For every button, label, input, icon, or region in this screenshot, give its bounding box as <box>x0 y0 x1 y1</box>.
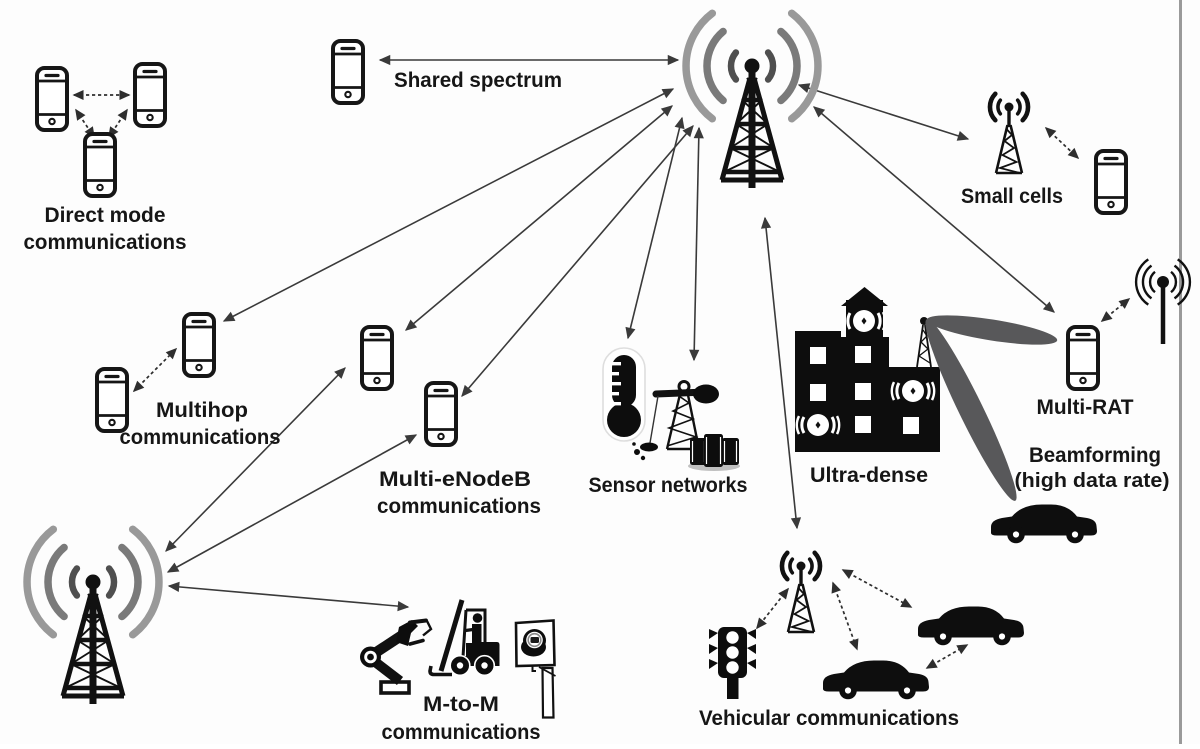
svg-text:Direct mode: Direct mode <box>45 204 166 227</box>
svg-text:M-to-M: M-to-M <box>423 693 499 716</box>
svg-text:Small cells: Small cells <box>961 185 1063 208</box>
svg-text:Multi-RAT: Multi-RAT <box>1037 396 1134 419</box>
svg-text:communications: communications <box>120 426 281 449</box>
svg-text:communications: communications <box>377 495 541 518</box>
svg-text:Ultra-dense: Ultra-dense <box>810 464 928 487</box>
svg-text:Multi-eNodeB: Multi-eNodeB <box>379 468 531 491</box>
svg-text:Multihop: Multihop <box>156 399 248 422</box>
svg-text:communications: communications <box>24 231 187 254</box>
svg-text:Vehicular communications: Vehicular communications <box>699 707 959 730</box>
svg-text:(high data rate): (high data rate) <box>1015 470 1170 492</box>
svg-text:communications: communications <box>382 721 541 744</box>
svg-text:Beamforming: Beamforming <box>1029 444 1161 467</box>
svg-text:Shared spectrum: Shared spectrum <box>394 69 562 92</box>
svg-text:Sensor networks: Sensor networks <box>589 474 748 497</box>
